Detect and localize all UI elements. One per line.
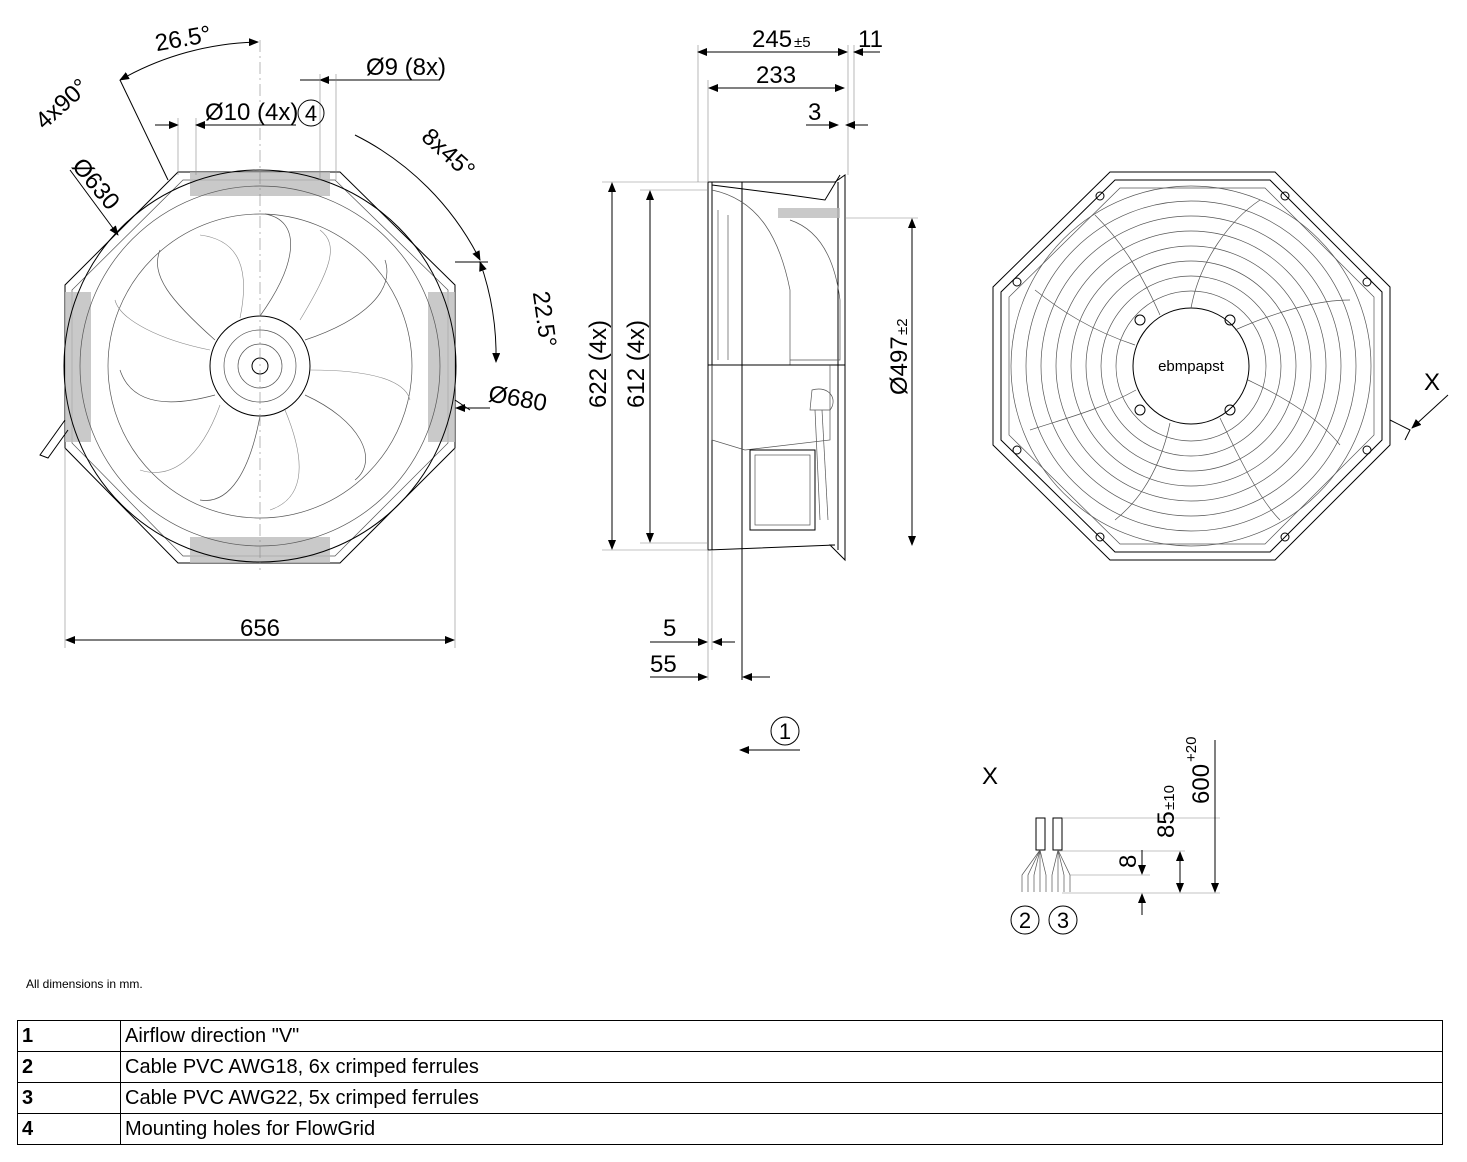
legend-row: 2 Cable PVC AWG18, 6x crimped ferrules — [17, 1051, 1443, 1083]
rear-mounting-holes — [1012, 191, 1372, 542]
legend-row: 1 Airflow direction "V" — [17, 1020, 1443, 1052]
legend-text: Mounting holes for FlowGrid — [120, 1113, 1443, 1145]
dim-3: 3 — [808, 99, 821, 126]
view-x-arrow — [1411, 394, 1449, 429]
dim-600-tolerance: +20 — [1183, 737, 1200, 762]
callout-3-circle — [1048, 905, 1078, 935]
front-mount-strip-left — [65, 292, 91, 442]
dim-55: 55 — [650, 651, 677, 678]
callout-1-circle — [770, 716, 800, 746]
dim-4x90-deg: 4x90° — [30, 73, 94, 134]
legend-text: Cable PVC AWG18, 6x crimped ferrules — [120, 1051, 1443, 1083]
front-impeller-blades — [114, 213, 411, 511]
dim-8: 8 — [1115, 855, 1142, 868]
dim-622: 622 (4x) — [585, 320, 612, 408]
dim-656: 656 — [240, 615, 280, 642]
legend-row: 4 Mounting holes for FlowGrid — [17, 1113, 1443, 1145]
callout-2: 2 — [1019, 908, 1031, 933]
side-housing-outline — [707, 174, 846, 562]
dim-612: 612 (4x) — [623, 320, 650, 408]
technical-drawing: 26.5° 4x90° Ø9 (8x) Ø10 (4x) 4 8x45° Ø63… — [30, 21, 1449, 935]
rear-guard-struts — [1029, 199, 1351, 521]
dim-233: 233 — [756, 62, 796, 89]
dim-hole-d9: Ø9 (8x) — [366, 54, 446, 81]
front-view: 26.5° 4x90° Ø9 (8x) Ø10 (4x) 4 8x45° Ø63… — [30, 21, 561, 648]
legend-row: 3 Cable PVC AWG22, 5x crimped ferrules — [17, 1082, 1443, 1114]
ebmpapst-logo: ebmpapst — [1158, 358, 1225, 375]
side-terminal-box — [749, 449, 816, 531]
dim-85-tolerance: ±10 — [1161, 785, 1178, 810]
legend-text: Airflow direction "V" — [120, 1020, 1443, 1052]
side-view: 245 ±5 11 233 3 622 (4x) 612 (4x) Ø497 ±… — [585, 26, 918, 754]
rear-view: ebmpapst X — [992, 171, 1449, 561]
dim-11: 11 — [858, 26, 883, 53]
dim-22-5-deg: 22.5° — [527, 289, 562, 349]
rear-guard-ring-outer — [1010, 185, 1372, 547]
dim-85: 85 — [1153, 811, 1180, 838]
callout-4-circle — [297, 99, 325, 127]
dim-d497: Ø497 — [886, 336, 913, 395]
dim-245-tolerance: ±5 — [794, 34, 811, 51]
callout-4: 4 — [305, 101, 317, 126]
side-motor-band — [778, 208, 840, 218]
legend-num: 4 — [17, 1113, 121, 1145]
rear-housing-outline — [992, 171, 1391, 561]
detail-x-title: X — [982, 763, 998, 790]
callout-2-circle — [1010, 905, 1040, 935]
view-x-label: X — [1424, 369, 1440, 396]
legend-table: 1 Airflow direction "V" 2 Cable PVC AWG1… — [17, 1020, 1443, 1145]
units-note: All dimensions in mm. — [26, 977, 143, 991]
dim-600: 600 — [1188, 764, 1215, 804]
cable-sleeve-2 — [1035, 817, 1046, 851]
dim-26-5-deg: 26.5° — [153, 21, 213, 57]
legend-num: 3 — [17, 1082, 121, 1114]
legend-num: 2 — [17, 1051, 121, 1083]
dim-8x45-deg: 8x45° — [416, 123, 480, 184]
legend-text: Cable PVC AWG22, 5x crimped ferrules — [120, 1082, 1443, 1114]
front-lug-left — [39, 419, 69, 459]
legend-num: 1 — [17, 1020, 121, 1052]
dim-d680: Ø680 — [486, 380, 549, 417]
callout-3: 3 — [1057, 908, 1069, 933]
dim-245: 245 — [752, 26, 792, 53]
dim-d630: Ø630 — [66, 153, 124, 215]
detail-x: X 8 85 ±10 600 +20 — [982, 737, 1220, 935]
dim-5: 5 — [663, 615, 676, 642]
dim-d497-tolerance: ±2 — [894, 318, 911, 335]
callout-1: 1 — [779, 719, 791, 744]
dim-hole-d10: Ø10 (4x) — [205, 99, 298, 126]
cable-sleeve-3 — [1052, 817, 1063, 851]
cable-ferrules — [1021, 849, 1071, 892]
